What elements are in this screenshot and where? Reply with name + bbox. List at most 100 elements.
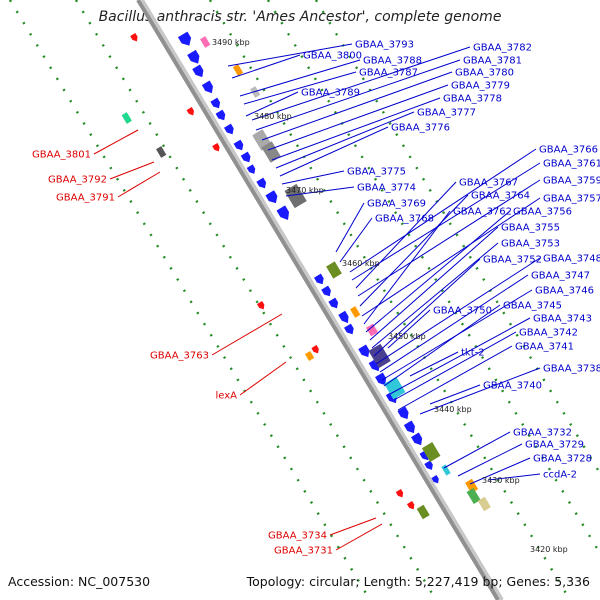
- forward-gene-label: GBAA_3781: [463, 56, 522, 67]
- forward-gene-label: GBAA_3745: [503, 301, 562, 312]
- callout-line: [275, 111, 415, 169]
- gene-block: [304, 351, 315, 361]
- callout-line: [429, 384, 481, 405]
- gene-block: [326, 261, 342, 279]
- callout-line: [363, 210, 451, 325]
- callout-line: [469, 457, 531, 485]
- forward-gene-arrow: [431, 475, 439, 484]
- gene-block: [156, 146, 167, 158]
- callout-line: [281, 170, 345, 185]
- forward-gene-label: GBAA_3753: [501, 239, 560, 250]
- forward-gene-arrow: [201, 80, 213, 94]
- forward-gene-label: GBAA_3752: [483, 255, 542, 266]
- forward-gene-label: GBAA_3777: [417, 108, 476, 119]
- forward-gene-label: GBAA_3750: [433, 306, 492, 317]
- reverse-gene-label: GBAA_3791: [56, 193, 115, 204]
- callout-line: [361, 197, 541, 317]
- gene-block: [261, 141, 281, 163]
- callout-line: [245, 91, 299, 117]
- topology-summary: Topology: circular; Length: 5,227,419 bp…: [246, 574, 590, 589]
- forward-gene-label: GBAA_3768: [375, 214, 434, 225]
- forward-gene-label: GBAA_3787: [359, 68, 418, 79]
- callout-line: [211, 313, 283, 356]
- forward-gene-label: GBAA_3748: [543, 254, 600, 265]
- reverse-gene-label: lexA: [215, 391, 237, 402]
- forward-gene-arrow: [358, 344, 370, 358]
- reverse-gene-arrow: [311, 345, 319, 354]
- forward-gene-label: GBAA_3776: [391, 123, 450, 134]
- forward-gene-label: GBAA_3778: [443, 94, 502, 105]
- callout-line: [375, 257, 541, 365]
- forward-gene-arrow: [192, 64, 204, 78]
- gene-block: [416, 504, 430, 520]
- callout-line: [387, 309, 431, 349]
- forward-gene-label: ccdA-2: [543, 470, 577, 481]
- callout-line: [383, 304, 501, 387]
- forward-gene-label: GBAA_3774: [357, 183, 416, 194]
- forward-gene-label: GBAA_3747: [531, 271, 590, 282]
- forward-gene-arrow: [233, 139, 244, 151]
- kbp-marker: 3450 kbp: [388, 332, 426, 341]
- forward-gene-label: GBAA_3740: [483, 381, 542, 392]
- reverse-gene-label: GBAA_3792: [48, 175, 107, 186]
- callout-line: [109, 161, 155, 180]
- callout-line: [373, 258, 481, 357]
- callout-line: [271, 97, 441, 161]
- callout-line: [239, 59, 361, 97]
- forward-gene-arrow: [321, 285, 331, 297]
- kbp-marker: 3490 kbp: [212, 38, 250, 47]
- forward-gene-label: GBAA_3756: [513, 207, 572, 218]
- backbone-line: [136, 0, 500, 600]
- callout-line: [349, 148, 537, 273]
- callout-line: [369, 226, 499, 341]
- forward-gene-label: GBAA_3788: [363, 56, 422, 67]
- callout-line: [339, 217, 373, 263]
- kbp-marker: 3460 kbp: [342, 259, 380, 268]
- kbp-marker: 3480 kbp: [254, 112, 292, 121]
- callout-line: [409, 351, 459, 377]
- forward-gene-arrow: [210, 97, 221, 109]
- callout-line: [443, 431, 511, 469]
- gene-block: [421, 442, 441, 462]
- callout-line: [231, 54, 301, 79]
- reverse-gene-arrow: [406, 501, 415, 510]
- callout-line: [117, 171, 161, 198]
- gene-block: [121, 112, 132, 124]
- callout-line: [93, 129, 139, 155]
- reverse-gene-arrow: [212, 143, 220, 152]
- forward-gene-label: GBAA_3766: [539, 145, 598, 156]
- forward-gene-label: GBAA_3741: [515, 342, 574, 353]
- forward-gene-label: GBAA_3732: [513, 428, 572, 439]
- forward-gene-label: tkt-2: [461, 348, 485, 359]
- forward-gene-arrow: [313, 273, 324, 285]
- callout-line: [335, 202, 365, 253]
- gene-block: [365, 323, 379, 337]
- forward-gene-label: GBAA_3782: [473, 43, 532, 54]
- callout-line: [279, 126, 389, 177]
- reverse-gene-label: GBAA_3763: [150, 351, 209, 362]
- callout-line: [487, 473, 541, 481]
- reverse-gene-arrow: [186, 107, 194, 116]
- gene-block: [200, 36, 211, 48]
- kbp-marker: 3440 kbp: [434, 405, 472, 414]
- reverse-gene-arrow: [395, 489, 404, 498]
- forward-gene-arrow: [424, 460, 433, 470]
- forward-gene-label: GBAA_3728: [533, 454, 592, 465]
- gene-block: [466, 487, 481, 505]
- forward-gene-label: GBAA_3759: [543, 176, 600, 187]
- gene-block: [441, 464, 451, 476]
- callout-line: [239, 361, 287, 396]
- forward-gene-label: GBAA_3779: [451, 81, 510, 92]
- callout-line: [365, 210, 511, 333]
- forward-gene-arrow: [265, 190, 278, 204]
- forward-gene-label: GBAA_3757: [543, 194, 600, 205]
- reverse-gene-label: GBAA_3734: [268, 531, 327, 542]
- reverse-gene-label: GBAA_3801: [32, 150, 91, 161]
- callout-line: [397, 345, 513, 411]
- gene-block: [465, 478, 479, 494]
- forward-gene-arrow: [403, 420, 415, 434]
- callout-line: [359, 194, 469, 307]
- forward-gene-arrow: [177, 31, 192, 46]
